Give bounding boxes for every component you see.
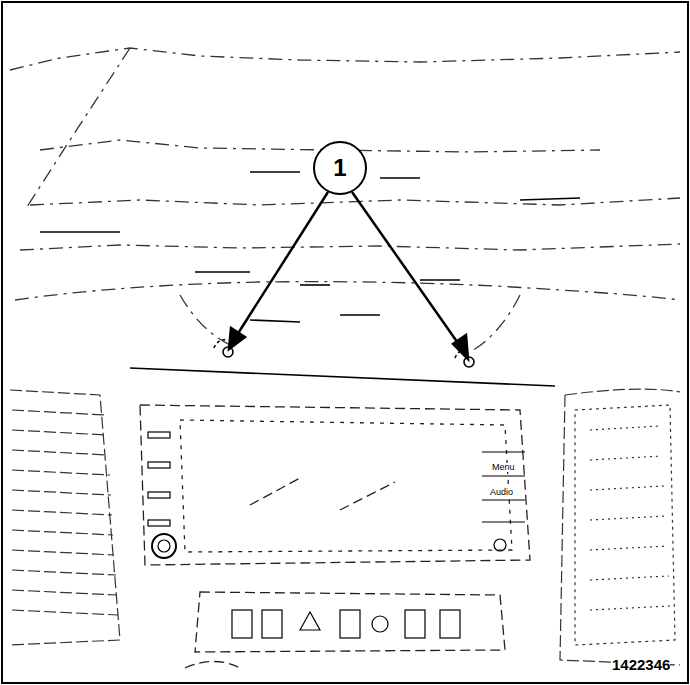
callout-circle: 1 (313, 141, 367, 195)
button-label: Audio (490, 488, 513, 497)
button-label: Menu (492, 463, 515, 472)
callout-number: 1 (333, 156, 346, 180)
figure-number: 1422346 (612, 657, 670, 672)
leader-arrows (229, 192, 468, 359)
